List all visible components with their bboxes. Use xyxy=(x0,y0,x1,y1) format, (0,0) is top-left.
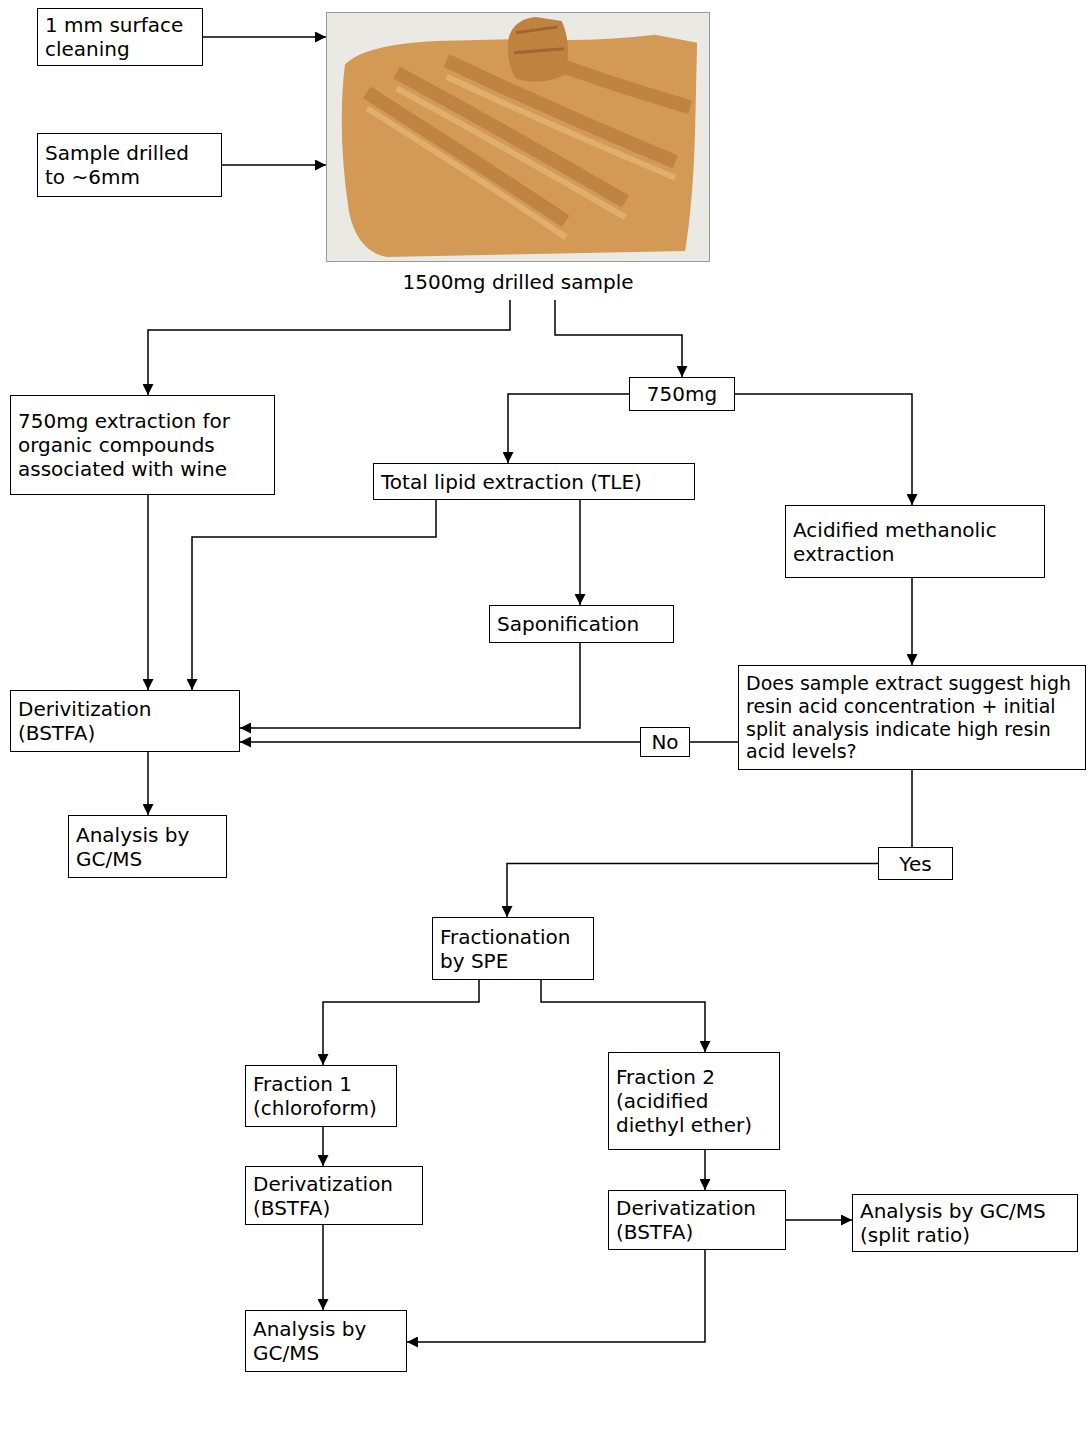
process-box: 750mg extraction for organic compounds a… xyxy=(10,395,275,495)
flow-arrow xyxy=(786,1219,852,1221)
box-label: Derivitization (BSTFA) xyxy=(18,697,232,745)
process-box: Sample drilled to ~6mm xyxy=(37,133,222,197)
flow-arrow xyxy=(147,495,149,690)
flow-arrow xyxy=(322,1225,324,1310)
flow-arrow xyxy=(192,500,436,690)
flow-arrow xyxy=(541,980,705,1052)
box-label: Derivatization (BSTFA) xyxy=(616,1196,778,1244)
box-label: Fractionation by SPE xyxy=(440,925,586,973)
flow-arrow xyxy=(240,643,580,728)
flow-arrow xyxy=(911,578,913,665)
flow-arrow xyxy=(407,1250,705,1342)
flow-arrow xyxy=(911,770,913,847)
flow-arrow xyxy=(147,752,149,815)
process-box: Acidified methanolic extraction xyxy=(785,505,1045,578)
box-label: Derivatization (BSTFA) xyxy=(253,1172,415,1220)
process-box: 750mg xyxy=(629,377,735,411)
flow-arrow xyxy=(507,864,878,918)
flow-arrow xyxy=(148,300,510,395)
result-box: Analysis by GC/MS xyxy=(245,1310,407,1372)
sample-photo: 1500mg drilled sample xyxy=(326,12,710,300)
process-box: Derivatization (BSTFA) xyxy=(608,1190,786,1250)
answer-box: No xyxy=(640,727,690,757)
flow-arrow xyxy=(222,164,326,166)
flow-arrow xyxy=(240,741,640,743)
flow-arrow xyxy=(704,1150,706,1190)
box-label: 1 mm surface cleaning xyxy=(45,13,195,61)
process-box: Total lipid extraction (TLE) xyxy=(373,463,695,500)
process-box: Fraction 2 (acidified diethyl ether) xyxy=(608,1052,780,1150)
flow-arrow xyxy=(555,300,682,377)
process-box: Derivitization (BSTFA) xyxy=(10,690,240,752)
flow-arrow xyxy=(203,36,326,38)
result-box: Analysis by GC/MS (split ratio) xyxy=(852,1194,1078,1252)
box-label: Analysis by GC/MS xyxy=(253,1317,399,1365)
box-label: Analysis by GC/MS (split ratio) xyxy=(860,1199,1070,1247)
decision-box: Does sample extract suggest high resin a… xyxy=(738,665,1086,770)
flow-arrow xyxy=(323,980,479,1065)
answer-box: Yes xyxy=(878,847,953,880)
box-label: Saponification xyxy=(497,612,666,636)
flow-arrow xyxy=(735,394,912,505)
flow-arrow xyxy=(690,741,738,743)
box-label: 750mg extraction for organic compounds a… xyxy=(18,409,267,481)
flow-arrow xyxy=(508,394,629,463)
photo-caption: 1500mg drilled sample xyxy=(326,262,710,300)
box-label: Total lipid extraction (TLE) xyxy=(381,470,687,494)
process-box: 1 mm surface cleaning xyxy=(37,8,203,66)
potsherd-illustration xyxy=(327,13,709,261)
box-label: Yes xyxy=(899,852,931,876)
box-label: Acidified methanolic extraction xyxy=(793,518,1037,566)
result-box: Analysis by GC/MS xyxy=(68,815,227,878)
flow-arrow xyxy=(579,500,581,605)
box-label: Analysis by GC/MS xyxy=(76,823,219,871)
flow-arrow xyxy=(322,1127,324,1166)
photo-frame xyxy=(326,12,710,262)
process-box: Saponification xyxy=(489,605,674,643)
box-label: Sample drilled to ~6mm xyxy=(45,141,214,189)
box-label: Fraction 2 (acidified diethyl ether) xyxy=(616,1065,772,1137)
process-box: Derivatization (BSTFA) xyxy=(245,1166,423,1225)
process-box: Fraction 1 (chloroform) xyxy=(245,1065,397,1127)
box-label: Fraction 1 (chloroform) xyxy=(253,1072,389,1120)
box-label: No xyxy=(651,730,678,754)
process-box: Fractionation by SPE xyxy=(432,917,594,980)
box-label: 750mg xyxy=(647,382,717,406)
box-label: Does sample extract suggest high resin a… xyxy=(746,672,1078,763)
